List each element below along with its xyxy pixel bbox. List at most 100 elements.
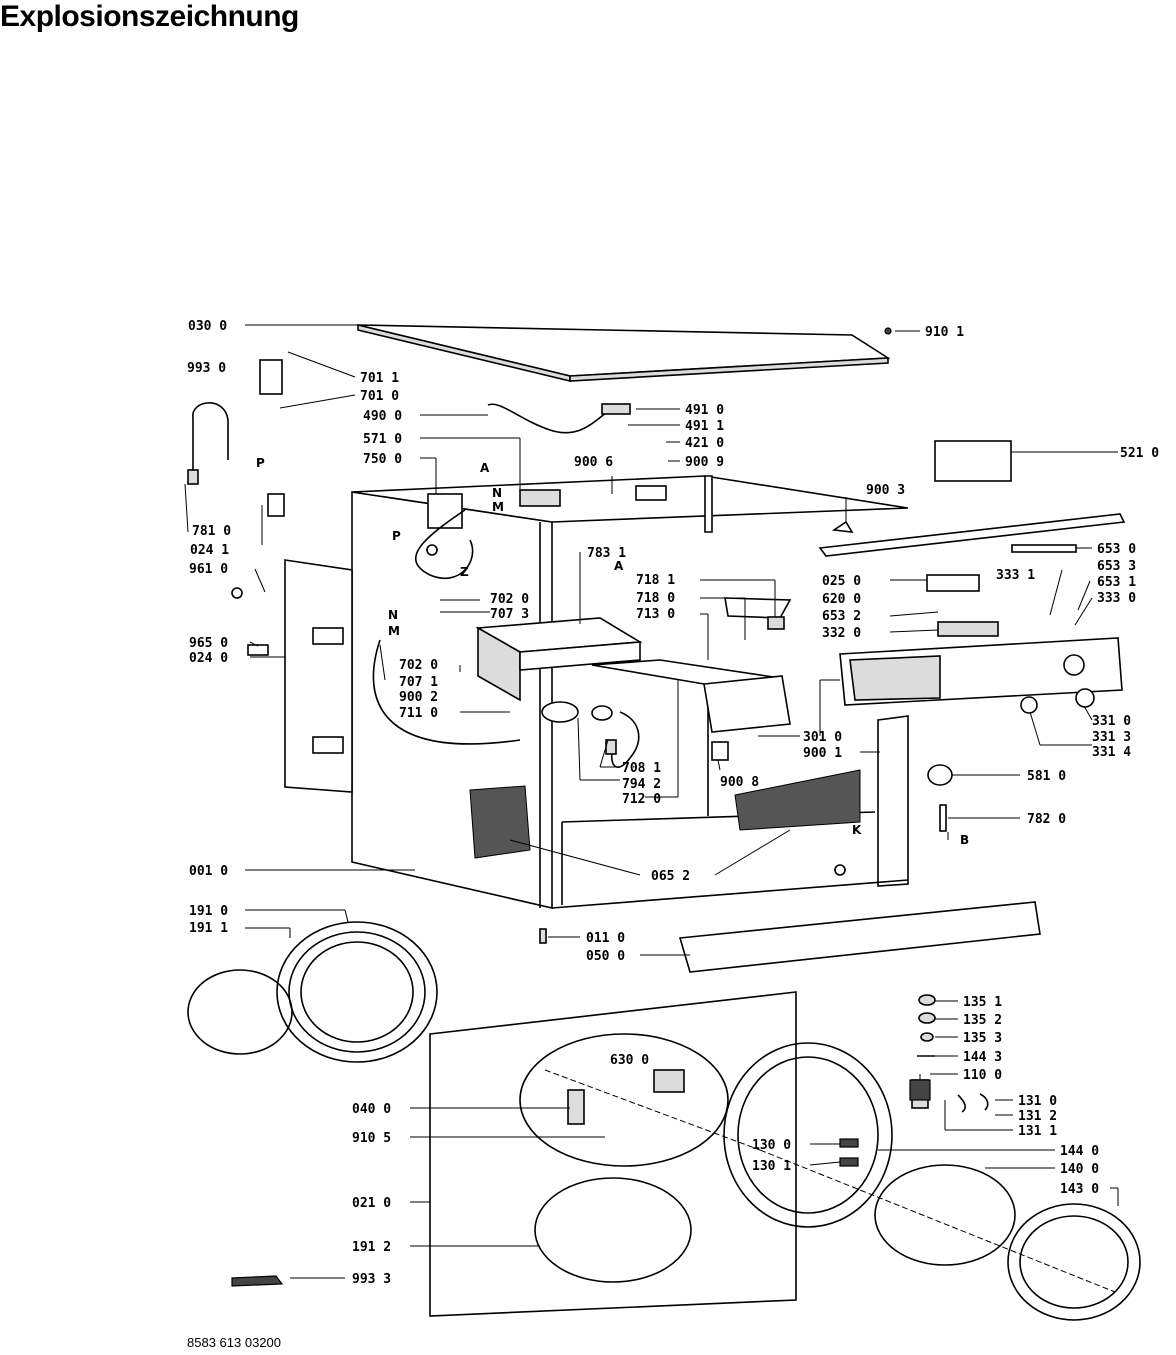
label-794-2: 794 2 xyxy=(622,777,661,792)
label-050-0: 050 0 xyxy=(586,949,625,964)
label-030-0: 030 0 xyxy=(188,319,227,334)
marker-P: P xyxy=(256,456,265,470)
label-191-0: 191 0 xyxy=(189,904,228,919)
door-seal-part xyxy=(187,921,438,1063)
label-491-1: 491 1 xyxy=(685,419,724,434)
label-961-0: 961 0 xyxy=(189,562,228,577)
label-900-1: 900 1 xyxy=(803,746,842,761)
label-110-0: 110 0 xyxy=(963,1068,1002,1083)
label-718-1: 718 1 xyxy=(636,573,675,588)
marker-A: A xyxy=(480,461,490,475)
label-025-0: 025 0 xyxy=(822,574,861,589)
label-781-0: 781 0 xyxy=(192,524,231,539)
label-021-0: 021 0 xyxy=(352,1196,391,1211)
label-331-0: 331 0 xyxy=(1092,714,1131,729)
label-040-0: 040 0 xyxy=(352,1102,391,1117)
leader-lines xyxy=(184,324,1119,1279)
label-707-3: 707 3 xyxy=(490,607,529,622)
marker-N: N xyxy=(388,608,398,622)
label-782-0: 782 0 xyxy=(1027,812,1066,827)
label-900-2: 900 2 xyxy=(399,690,438,705)
marker-N: N xyxy=(492,486,502,500)
label-653-2: 653 2 xyxy=(822,609,861,624)
label-900-8: 900 8 xyxy=(720,775,759,790)
marker-B: B xyxy=(960,833,969,847)
label-331-3: 331 3 xyxy=(1092,730,1131,745)
label-581-0: 581 0 xyxy=(1027,769,1066,784)
label-421-0: 421 0 xyxy=(685,436,724,451)
label-333-0: 333 0 xyxy=(1097,591,1136,606)
label-653-1: 653 1 xyxy=(1097,575,1136,590)
label-750-0: 750 0 xyxy=(363,452,402,467)
label-630-0: 630 0 xyxy=(610,1053,649,1068)
label-065-2: 065 2 xyxy=(651,869,690,884)
label-783-1: 783 1 xyxy=(587,546,626,561)
label-708-1: 708 1 xyxy=(622,761,661,776)
label-701-1: 701 1 xyxy=(360,371,399,386)
label-191-1: 191 1 xyxy=(189,921,228,936)
front-panel-part xyxy=(429,991,797,1317)
cabinet-frame-part xyxy=(284,475,909,910)
document-number: 8583 613 03200 xyxy=(187,1335,281,1350)
label-490-0: 490 0 xyxy=(363,409,402,424)
label-910-5: 910 5 xyxy=(352,1131,391,1146)
label-130-1: 130 1 xyxy=(752,1159,791,1174)
label-711-0: 711 0 xyxy=(399,706,438,721)
marker-P: P xyxy=(392,529,401,543)
label-191-2: 191 2 xyxy=(352,1240,391,1255)
label-140-0: 140 0 xyxy=(1060,1162,1099,1177)
label-001-0: 001 0 xyxy=(189,864,228,879)
screws-part xyxy=(831,327,989,1113)
label-130-0: 130 0 xyxy=(752,1138,791,1153)
label-910-1: 910 1 xyxy=(925,325,964,340)
label-965-0: 965 0 xyxy=(189,636,228,651)
label-521-0: 521 0 xyxy=(1120,446,1159,461)
label-333-1: 333 1 xyxy=(996,568,1035,583)
label-702-0-b: 702 0 xyxy=(399,658,438,673)
marker-K: K xyxy=(852,823,862,837)
label-135-3: 135 3 xyxy=(963,1031,1002,1046)
label-131-1: 131 1 xyxy=(1018,1124,1057,1139)
label-653-3: 653 3 xyxy=(1097,559,1136,574)
label-331-4: 331 4 xyxy=(1092,745,1131,760)
label-712-0: 712 0 xyxy=(622,792,661,807)
label-131-2: 131 2 xyxy=(1018,1109,1057,1124)
part-labels: 030 0 910 1 993 0 701 1 701 0 490 0 491 … xyxy=(187,319,1159,1287)
insulation-pad-part xyxy=(469,769,861,859)
label-024-1: 024 1 xyxy=(190,543,229,558)
water-valve-part xyxy=(187,359,667,656)
label-135-2: 135 2 xyxy=(963,1013,1002,1028)
label-900-6: 900 6 xyxy=(574,455,613,470)
label-713-0: 713 0 xyxy=(636,607,675,622)
label-491-0: 491 0 xyxy=(685,403,724,418)
label-993-0: 993 0 xyxy=(187,361,226,376)
marker-M: M xyxy=(388,624,400,638)
label-653-0: 653 0 xyxy=(1097,542,1136,557)
label-332-0: 332 0 xyxy=(822,626,861,641)
label-707-1: 707 1 xyxy=(399,675,438,690)
label-011-0: 011 0 xyxy=(586,931,625,946)
label-701-0: 701 0 xyxy=(360,389,399,404)
label-993-3: 993 3 xyxy=(352,1272,391,1287)
marker-M: M xyxy=(492,500,504,514)
label-571-0: 571 0 xyxy=(363,432,402,447)
door-assembly-part xyxy=(544,1042,1141,1321)
label-620-0: 620 0 xyxy=(822,592,861,607)
top-cover-part xyxy=(357,323,891,383)
connection-markers: A P P N M Z A N M B K xyxy=(256,456,969,847)
label-131-0: 131 0 xyxy=(1018,1094,1057,1109)
label-024-0: 024 0 xyxy=(189,651,228,666)
label-144-0: 144 0 xyxy=(1060,1144,1099,1159)
label-900-3: 900 3 xyxy=(866,483,905,498)
label-143-0: 143 0 xyxy=(1060,1182,1099,1197)
marker-Z: Z xyxy=(460,565,469,579)
control-panel-part xyxy=(818,440,1126,832)
label-702-0-a: 702 0 xyxy=(490,592,529,607)
label-718-0: 718 0 xyxy=(636,591,675,606)
label-900-9: 900 9 xyxy=(685,455,724,470)
page-title: Explosionszeichnung xyxy=(0,0,299,33)
label-301-0: 301 0 xyxy=(803,730,842,745)
label-135-1: 135 1 xyxy=(963,995,1002,1010)
hose-part xyxy=(231,509,729,1287)
